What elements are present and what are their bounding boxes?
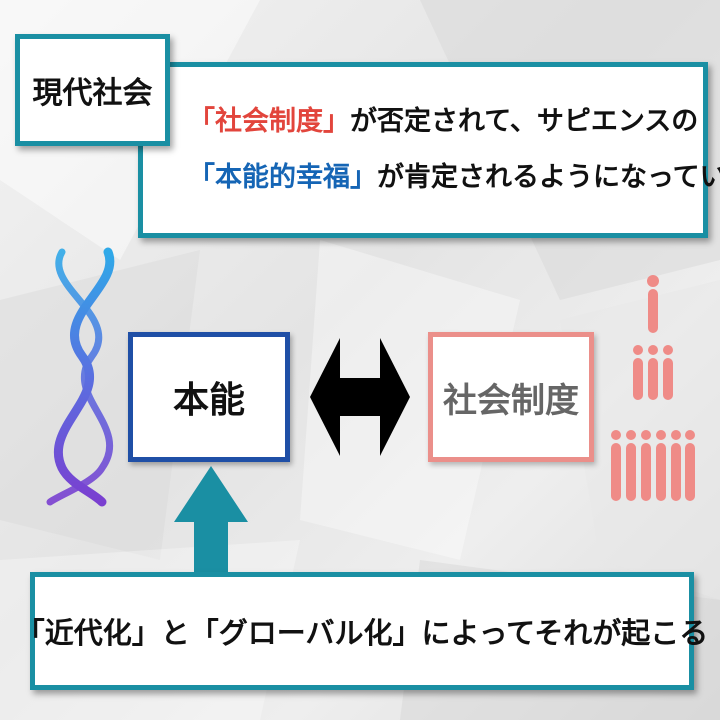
instinct-node: 本能 bbox=[128, 332, 290, 462]
instinct-node-label: 本能 bbox=[172, 380, 245, 421]
people-crowd-icon bbox=[611, 275, 695, 501]
up-arrow-icon bbox=[174, 466, 248, 578]
double-arrow-icon bbox=[310, 338, 410, 456]
modern-society-label: 現代社会 bbox=[15, 34, 170, 146]
highlight-social-system: 「社会制度」 bbox=[188, 106, 350, 137]
cause-caption-box: 「近代化」と「グローバル化」によってそれが起こる bbox=[16, 572, 708, 690]
statement-line-1: 「社会制度」が否定されて、サピエンスの bbox=[188, 94, 703, 150]
statement-line-2-text: が肯定されるようになっていく bbox=[377, 162, 720, 193]
cause-caption-text: 「近代化」と「グローバル化」によってそれが起こる bbox=[15, 616, 709, 650]
social-system-node-label: 社会制度 bbox=[443, 380, 579, 421]
statement-line-1-text: が否定されて、サピエンスの bbox=[350, 106, 699, 137]
statement-line-2: 「本能的幸福」が肯定されるようになっていく bbox=[188, 150, 720, 206]
label-text: 現代社会 bbox=[32, 76, 153, 111]
highlight-instinctive-happiness: 「本能的幸福」 bbox=[188, 162, 377, 193]
social-system-node: 社会制度 bbox=[428, 332, 594, 462]
dna-icon bbox=[46, 247, 115, 507]
person-top bbox=[647, 275, 659, 333]
statement-box: 「社会制度」が否定されて、サピエンスの 「本能的幸福」が肯定されるようになってい… bbox=[138, 62, 720, 238]
